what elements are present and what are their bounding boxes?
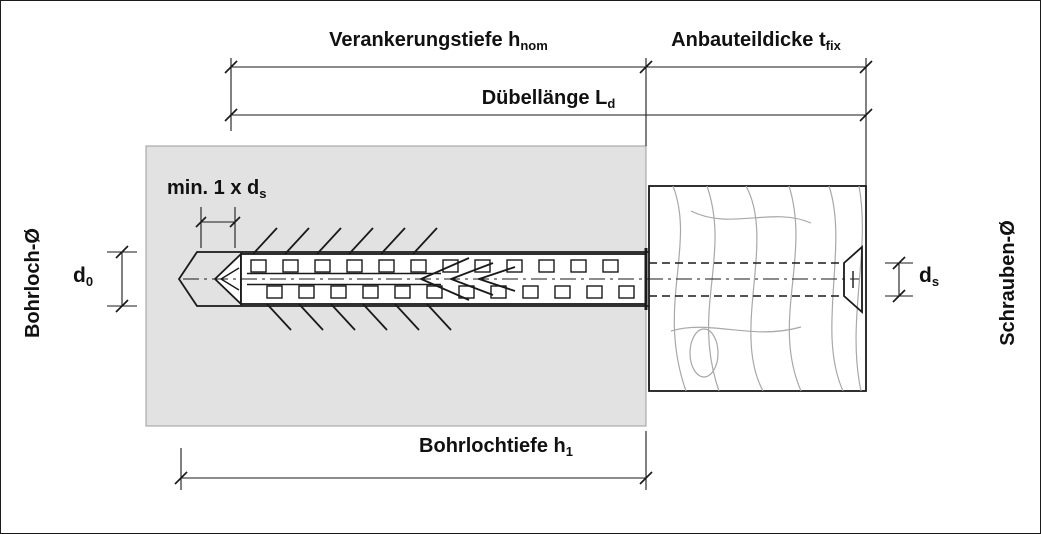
extension-lines (107, 58, 913, 490)
screw (649, 244, 863, 315)
dim-hnom (224, 60, 653, 74)
dim-ld (224, 108, 873, 122)
dim-tfix (646, 60, 873, 74)
dim-d0 (115, 245, 129, 313)
drill-hole-outline (177, 251, 649, 307)
label-bohrlochtiefe: Bohrlochtiefe h1 (419, 435, 573, 459)
dimension-lines (115, 60, 906, 485)
label-d0: d0 (73, 264, 94, 289)
wood-grain (670, 186, 863, 391)
label-duebellaenge: Dübellänge Ld (481, 87, 616, 111)
dim-min-ds (195, 216, 241, 228)
dim-ds (892, 256, 906, 303)
screw-head (843, 244, 863, 315)
label-min-ds: min. 1 x ds (167, 177, 267, 201)
label-verankerungstiefe: Verankerungstiefe hnom (329, 29, 548, 53)
dim-h1 (174, 471, 653, 485)
label-anbauteildicke: Anbauteildicke tfix (671, 29, 841, 53)
expansion-slit (247, 272, 441, 286)
label-ds: ds (919, 264, 940, 289)
wood-block (648, 185, 867, 392)
label-bohrloch-durchmesser: Bohrloch-Ø (22, 228, 44, 338)
label-schrauben-durchmesser: Schrauben-Ø (997, 220, 1019, 346)
